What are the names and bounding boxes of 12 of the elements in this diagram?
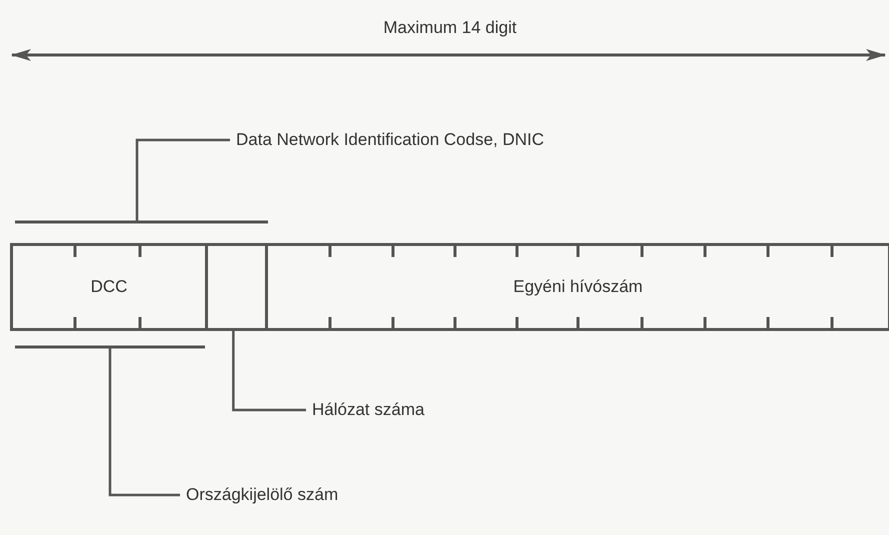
leader-label: Hálózat száma [312, 400, 424, 420]
field-label: Egyéni hívószám [513, 277, 643, 297]
leader-line [232, 328, 306, 412]
field-cell [265, 243, 889, 331]
leader-label: Országkijelölő szám [186, 485, 338, 505]
leader-line [108, 347, 180, 496]
leader-label: Data Network Identification Codse, DNIC [236, 130, 544, 150]
field-label: DCC [90, 277, 128, 297]
dimension-label: Maximum 14 digit [383, 18, 517, 38]
field-cell [205, 243, 268, 331]
field-cell [10, 243, 208, 331]
leader-line [136, 138, 230, 222]
